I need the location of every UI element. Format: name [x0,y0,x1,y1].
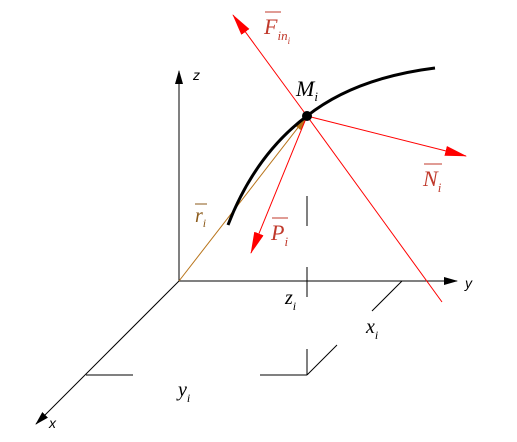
inertia-force-label: Fini [263,14,291,46]
radius-vector-arrow [178,115,308,282]
active-force-label: Pi [270,220,288,249]
projection-diagonal-b [306,344,338,376]
axis-label-y: y [464,275,473,291]
normal-force-arrow [306,115,467,157]
axis-label-z: z [192,67,200,83]
projection-diagonal-a [371,280,403,312]
x-axis [35,280,180,425]
radius-vector-label: ri [195,205,206,230]
inertia-force-line [306,115,443,303]
coord-label-x: xi [365,316,378,342]
point-label: Mi [295,76,318,104]
coord-label-z: zi [284,287,296,313]
inertia-force-arrow [232,14,308,117]
point-m [302,111,312,121]
normal-force-label: Ni [422,166,442,195]
active-force-arrow [250,115,308,254]
trajectory-curve [226,66,436,226]
coord-label-y: yi [176,379,190,405]
axis-label-x: x [48,415,57,431]
